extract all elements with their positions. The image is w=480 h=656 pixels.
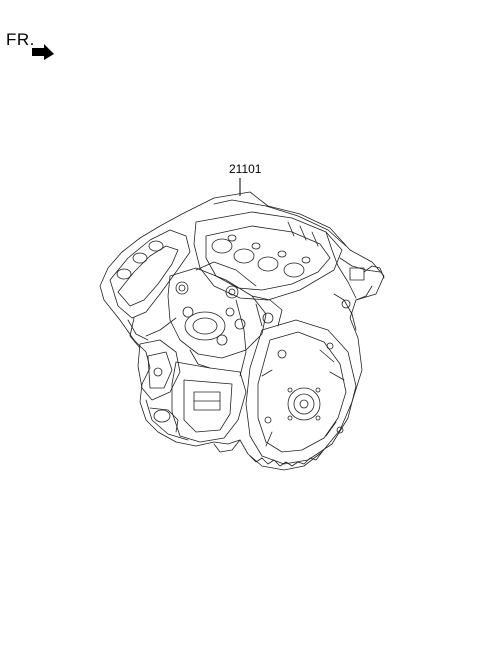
engine-linework	[99, 191, 385, 471]
direction-arrow-icon	[32, 44, 54, 60]
part-number-label: 21101	[229, 162, 262, 176]
front-direction-label: FR.	[6, 30, 35, 49]
